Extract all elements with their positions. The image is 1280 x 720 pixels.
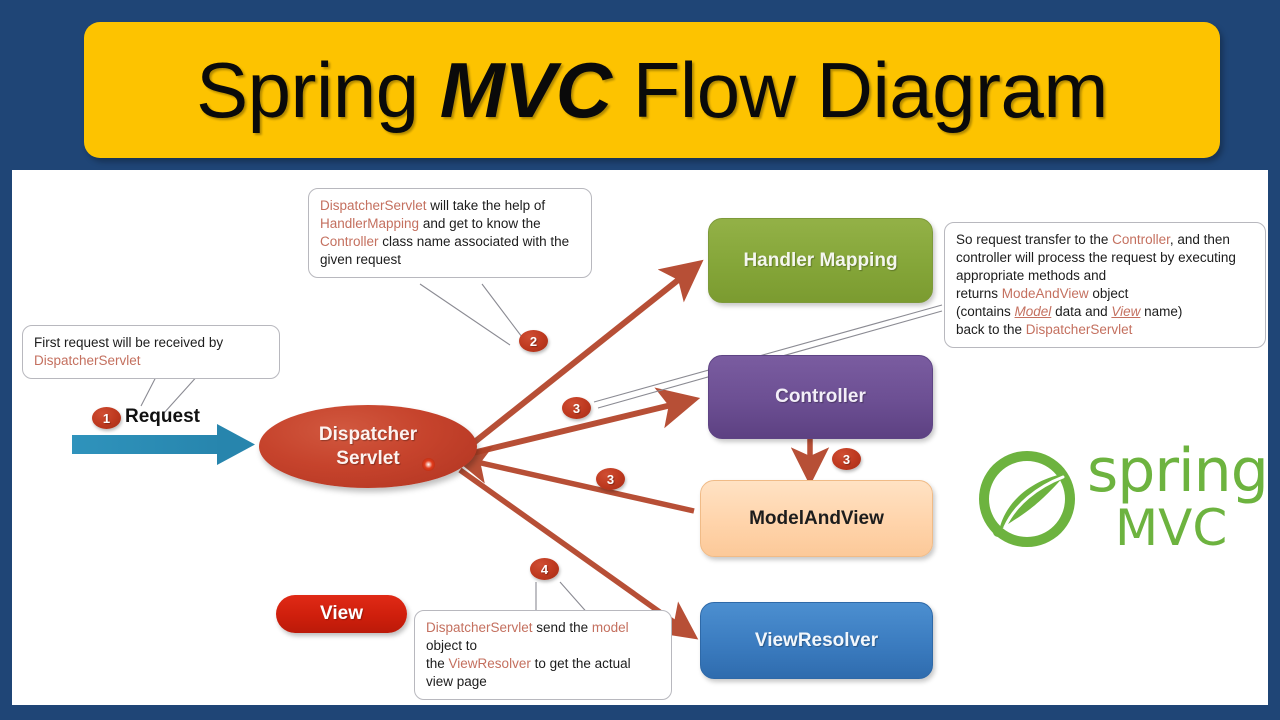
request-arrow <box>72 424 255 465</box>
title-part-2: Flow Diagram <box>611 46 1109 134</box>
callout-ctrl-seg5: (contains <box>956 303 1015 319</box>
step-badge-3-controller: 3 <box>562 397 591 419</box>
callout-ctrl-seg3: returns <box>956 285 1002 301</box>
node-dispatcher-servlet[interactable]: Dispatcher Servlet <box>259 405 477 488</box>
flow-connectors <box>72 259 943 640</box>
title-banner: Spring MVC Flow Diagram <box>84 22 1220 158</box>
dispatcher-label-line1: Dispatcher <box>318 424 418 446</box>
callout-view-resolver: DispatcherServlet send the model object … <box>414 610 672 700</box>
callout-first-seg1: First request will be received by <box>34 335 224 350</box>
callout-hm-hl3: Controller <box>320 233 379 249</box>
edge-dispatcher-to-viewresolver <box>458 467 699 640</box>
callout-vr-seg1: send the <box>532 620 592 635</box>
callout-hm-hl2: HandlerMapping <box>320 215 420 231</box>
callout-first-request: First request will be received by Dispat… <box>22 325 280 379</box>
callout-vr-hl1: DispatcherServlet <box>426 620 533 635</box>
step-badge-3-controller-to-modelandview: 3 <box>832 448 861 470</box>
callout-ctrl-seg1: So request transfer to the <box>956 232 1113 247</box>
controller-label: Controller <box>775 386 866 407</box>
callout-ctrl-hl1: Controller <box>1112 232 1170 247</box>
spring-mvc-sublabel: MVC <box>1115 499 1228 557</box>
callout-hm-seg1: will take the help of <box>426 198 546 213</box>
callout-ctrl-seg2: , and then controller will process the r… <box>956 232 1236 283</box>
callout-ctrl-hl3: DispatcherServlet <box>1025 321 1133 337</box>
spring-logo: spring MVC <box>975 441 1268 565</box>
spring-leaf-icon <box>979 451 1075 547</box>
diagram-canvas: Dispatcher Servlet Handler Mapping Contr… <box>12 170 1268 705</box>
view-label: View <box>320 603 363 624</box>
callout-vr-hl3: ViewResolver <box>448 655 531 671</box>
callout-ctrl-hlu2: View <box>1111 303 1141 319</box>
model-and-view-label: ModelAndView <box>749 507 884 529</box>
dispatcher-accent-dot-icon <box>422 458 435 471</box>
callout-controller: So request transfer to the Controller, a… <box>944 222 1266 348</box>
spring-wordmark: spring <box>1087 436 1268 506</box>
callout-handler-mapping: DispatcherServlet will take the help of … <box>308 188 592 278</box>
node-handler-mapping[interactable]: Handler Mapping <box>708 218 933 303</box>
edge-dispatcher-to-handlermapping <box>450 259 704 463</box>
callout-hm-seg3: class name associated with the given req… <box>320 233 570 267</box>
callout-hm-seg2: and get to know the <box>419 215 541 231</box>
step-badge-3-modelandview-return: 3 <box>596 468 625 490</box>
dispatcher-label-line2: Servlet <box>336 447 400 469</box>
callout-vr-seg4: to get the actual view page <box>426 655 631 689</box>
step-badge-1: 1 <box>92 407 121 429</box>
title-emphasis-mvc: MVC <box>439 46 612 134</box>
step-badge-4: 4 <box>530 558 559 580</box>
node-controller[interactable]: Controller <box>708 355 933 439</box>
handler-mapping-label: Handler Mapping <box>743 249 898 271</box>
step-badge-2: 2 <box>519 330 548 352</box>
title-part-1: Spring <box>196 46 440 134</box>
callout-vr-hl2: model <box>591 620 629 635</box>
callout-ctrl-seg4: object <box>1088 285 1129 301</box>
request-label: Request <box>125 406 200 427</box>
callout-ctrl-hl2: ModeAndView <box>1001 285 1089 301</box>
node-view[interactable]: View <box>276 595 407 633</box>
callout-ctrl-seg6: data and <box>1051 303 1112 319</box>
callout-first-hl1: DispatcherServlet <box>34 352 141 368</box>
callout-ctrl-seg8: back to the <box>956 321 1026 337</box>
callout-ctrl-seg7: name) <box>1140 303 1183 319</box>
callout-ctrl-hlu1: Model <box>1014 303 1052 319</box>
node-model-and-view[interactable]: ModelAndView <box>700 480 933 557</box>
callout-vr-seg3: the <box>426 655 449 671</box>
edge-modelandview-to-dispatcher <box>451 445 695 514</box>
callout-vr-seg2: object to <box>426 637 478 653</box>
callout-hm-hl1: DispatcherServlet <box>320 198 427 213</box>
node-view-resolver[interactable]: ViewResolver <box>700 602 933 679</box>
page-title: Spring MVC Flow Diagram <box>196 51 1108 129</box>
view-resolver-label: ViewResolver <box>754 629 879 651</box>
